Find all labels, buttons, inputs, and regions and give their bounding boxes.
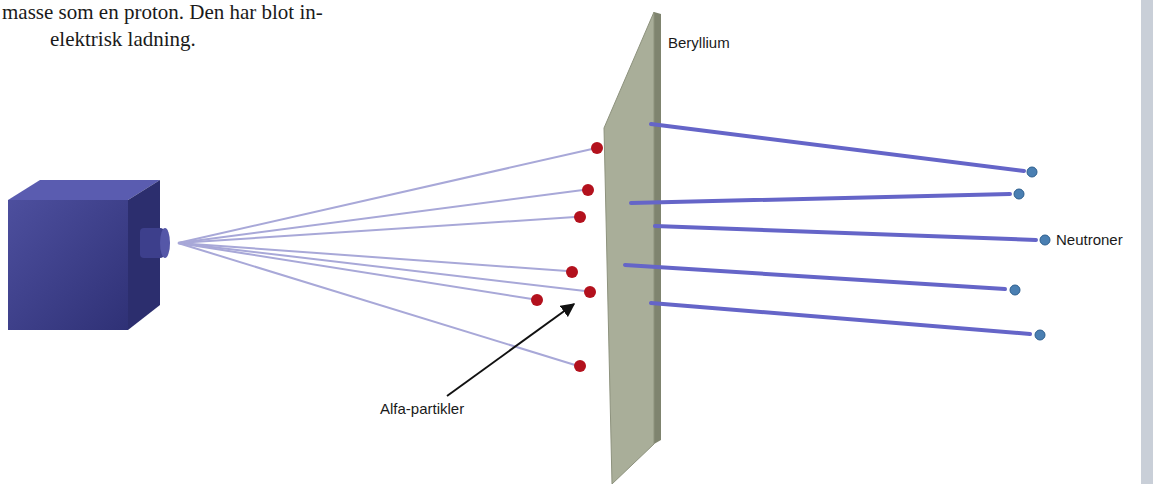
part-label: Beryllium xyxy=(668,34,730,51)
page-edge xyxy=(1141,0,1153,484)
body-text: masse som en proton. Den har blot in- xyxy=(2,0,323,25)
leader-arrow xyxy=(447,304,574,396)
alpha-particles xyxy=(531,142,603,372)
alpha-beams xyxy=(178,149,592,365)
part-label: Alfa-partikler xyxy=(380,400,464,417)
neutrons xyxy=(1010,167,1050,340)
neutron-beams xyxy=(625,124,1036,334)
body-text: elektrisk ladning. xyxy=(50,27,196,52)
alpha-source xyxy=(8,180,170,330)
beryllium-plate xyxy=(604,12,661,484)
part-label: Neutroner xyxy=(1056,231,1123,248)
